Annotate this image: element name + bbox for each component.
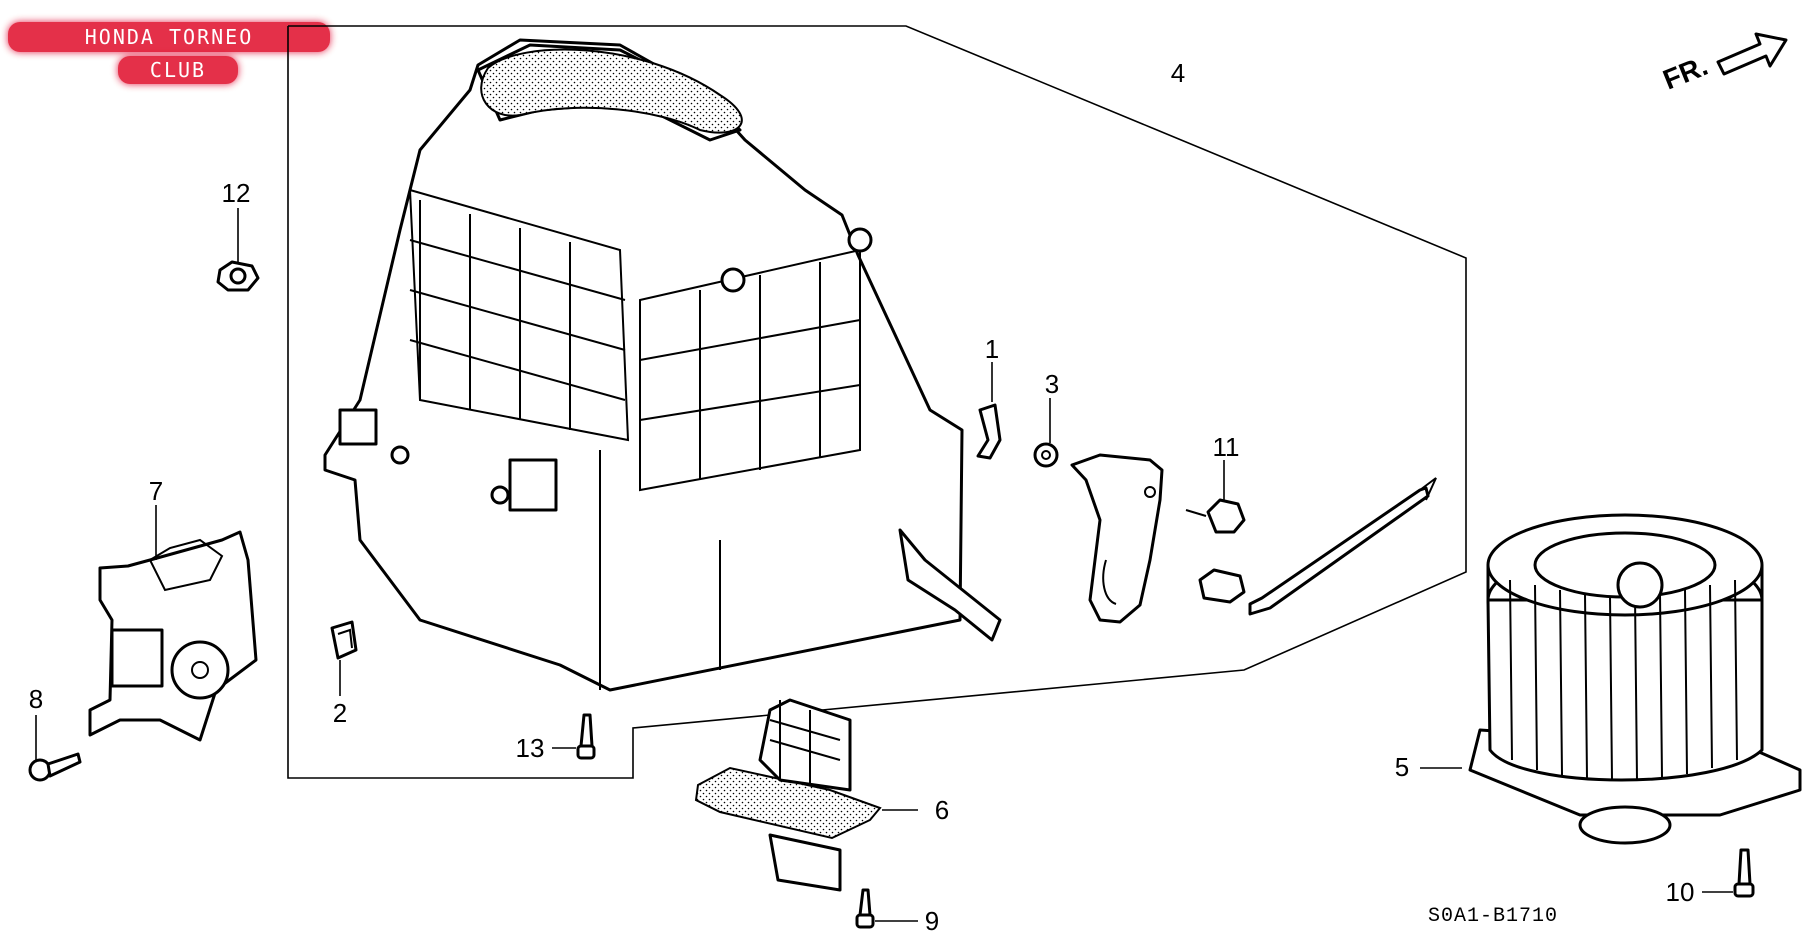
logo-line2: CLUB xyxy=(150,58,206,82)
part-2-clip xyxy=(330,620,358,696)
assembly-bracket xyxy=(287,25,1467,779)
fr-arrow-icon xyxy=(1716,32,1788,76)
callout-labels: 1 2 3 4 5 6 7 8 9 10 11 12 13 xyxy=(29,58,1695,936)
part-12-nut xyxy=(216,208,260,292)
part-5-blower-fan xyxy=(1420,513,1802,845)
part-3-grommet xyxy=(1033,398,1059,468)
callout-13: 13 xyxy=(516,733,545,763)
part-8-screw xyxy=(28,715,82,782)
callout-11: 11 xyxy=(1213,432,1240,462)
part-6-resistor xyxy=(694,698,918,892)
housing-grille xyxy=(409,200,626,430)
fan-blades xyxy=(1509,579,1738,781)
callout-6: 6 xyxy=(935,795,949,825)
fr-label: FR. xyxy=(1659,50,1712,96)
callout-9: 9 xyxy=(925,906,939,936)
callout-2: 2 xyxy=(333,698,347,728)
part-1-clip xyxy=(976,362,1002,460)
part-11-bolt xyxy=(1185,460,1246,534)
callout-10: 10 xyxy=(1666,877,1695,907)
link-lever-plate xyxy=(1070,453,1164,624)
callout-12: 12 xyxy=(222,178,251,208)
callout-4: 4 xyxy=(1171,58,1185,88)
part-10-screw xyxy=(1702,848,1755,898)
link-rod xyxy=(1198,477,1437,616)
callout-8: 8 xyxy=(29,684,43,714)
front-direction-indicator: FR. xyxy=(1659,32,1788,96)
callout-7: 7 xyxy=(149,476,163,506)
club-logo: HONDA TORNEO CLUB xyxy=(8,22,330,84)
callout-3: 3 xyxy=(1045,369,1059,399)
logo-glow-bottom xyxy=(118,56,238,84)
logo-glow-top xyxy=(8,22,330,52)
part-7-actuator xyxy=(88,505,258,742)
part-13-screw xyxy=(552,713,596,760)
blower-housing xyxy=(323,38,1002,692)
diagram-code: S0A1-B1710 xyxy=(1428,905,1558,928)
callout-5: 5 xyxy=(1395,752,1409,782)
logo-line1: HONDA TORNEO xyxy=(85,25,254,49)
callout-1: 1 xyxy=(985,334,999,364)
part-9-screw xyxy=(855,888,918,929)
